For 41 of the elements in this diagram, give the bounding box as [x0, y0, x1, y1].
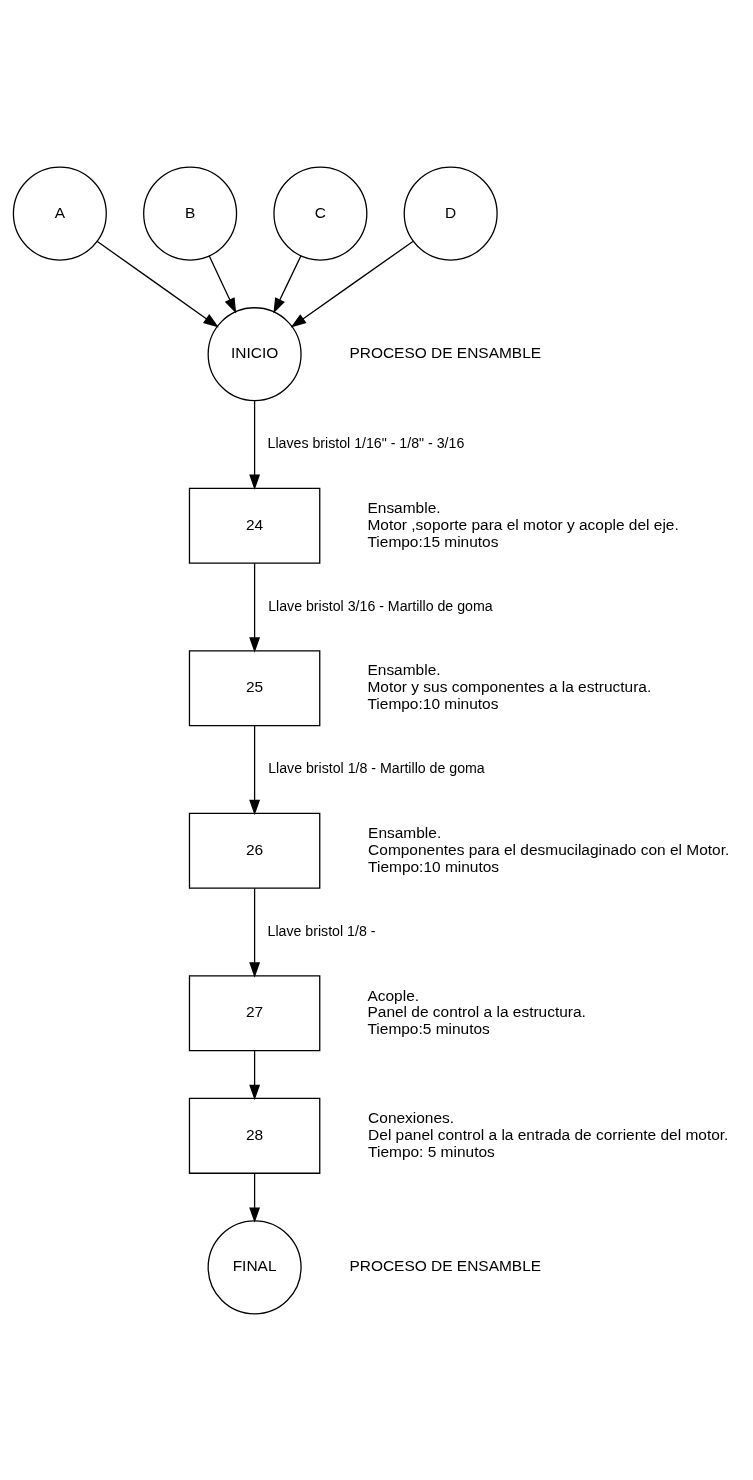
node-box: 25 — [188, 649, 321, 726]
node-label: Motor ,soporte para el motor y acople del eje. — [367, 515, 679, 533]
node-label: PROCESO DE ENSAMBLE — [349, 1256, 542, 1274]
node-circle: D — [403, 166, 498, 261]
node-label: Ensamble. — [367, 660, 441, 678]
arrow — [249, 724, 261, 815]
node-label: Ensamble. — [368, 823, 442, 841]
edge-label: Llaves bristol 1/16" - 1/8" - 3/16 — [267, 434, 465, 451]
node-circle: A — [12, 166, 107, 261]
node-label: Tiempo:5 minutos — [367, 1019, 490, 1037]
arrow — [273, 254, 302, 314]
node-box: 27 — [188, 974, 321, 1051]
node-label: Componentes para el desmucilaginado con el Motor. — [368, 840, 730, 858]
arrow — [249, 1172, 261, 1223]
node-label: Tiempo: 5 minutos — [368, 1142, 495, 1160]
node-label: Motor y sus componentes a la estructura. — [367, 677, 652, 695]
node-label: Acople. — [367, 986, 420, 1004]
node-label: Ensamble. — [367, 498, 441, 516]
node-circle: INICIO — [207, 306, 302, 401]
arrow — [208, 254, 237, 314]
arrow — [249, 1049, 261, 1100]
edge-label: Llave bristol 1/8 - Martillo de goma — [268, 759, 485, 776]
arrow — [96, 240, 219, 327]
node-label: Conexiones. — [368, 1108, 455, 1126]
node-label: PROCESO DE ENSAMBLE — [349, 343, 542, 361]
edge-label: Llave bristol 1/8 - — [267, 922, 376, 939]
node-box: 24 — [188, 487, 321, 564]
arrow — [249, 562, 261, 653]
arrow — [249, 399, 261, 490]
arrow — [249, 887, 261, 978]
node-label: Tiempo:10 minutos — [367, 694, 499, 712]
node-circle: C — [273, 166, 368, 261]
node-label: Tiempo:10 minutos — [368, 857, 500, 875]
node-label: Del panel control a la entrada de corriente del motor. — [368, 1125, 729, 1143]
node-circle: B — [143, 166, 238, 261]
node-box: 26 — [188, 812, 321, 889]
arrow — [290, 240, 414, 327]
node-box: 28 — [188, 1097, 321, 1174]
node-circle: FINAL — [207, 1219, 302, 1314]
edge-label: Llave bristol 3/16 - Martillo de goma — [268, 597, 493, 614]
node-label: Tiempo:15 minutos — [367, 532, 499, 550]
